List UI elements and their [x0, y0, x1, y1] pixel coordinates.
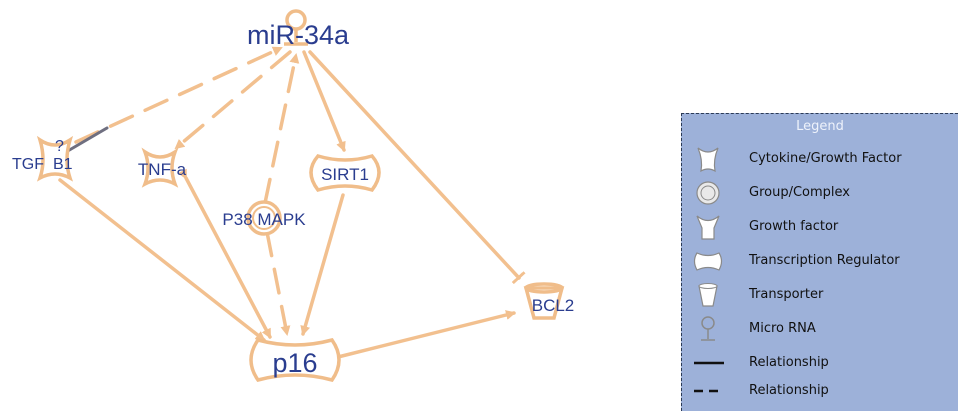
legend-item-group-complex: Group/Complex — [682, 178, 958, 208]
edge-mir34a-to-sirt1[interactable] — [302, 50, 346, 152]
legend-label: Growth factor — [749, 219, 839, 234]
edge-tgfb1-to-p16[interactable] — [58, 178, 266, 342]
group-complex-icon — [696, 181, 720, 205]
legend-label: Micro RNA — [749, 321, 816, 336]
micro-rna-icon — [284, 9, 308, 46]
micro-rna-icon — [701, 316, 715, 341]
node-p38mapk[interactable]: P38 MAPK — [222, 200, 306, 236]
legend-label: Transcription Regulator — [749, 253, 900, 268]
transporter-icon — [698, 283, 718, 307]
edge-mir34a-inhibits-bcl2[interactable] — [308, 50, 526, 285]
node-bcl2[interactable]: BCL2 — [523, 282, 575, 320]
legend-item-relationship-solid: Relationship — [682, 348, 958, 378]
node-label-tgfb1-part1: TGF — [12, 156, 44, 173]
growth-factor-icon — [696, 215, 720, 240]
edge-p16-to-bcl2[interactable] — [336, 310, 516, 359]
node-p16[interactable]: p16 — [249, 337, 341, 383]
transcription-regulator-icon — [309, 154, 381, 193]
solid-line-icon — [694, 361, 724, 365]
legend-label: Relationship — [749, 383, 829, 398]
edge-sirt1-to-p16[interactable] — [300, 193, 345, 336]
edge-tgfb1-grey-link[interactable] — [64, 126, 109, 154]
transporter-icon — [523, 286, 565, 320]
cytokine-icon — [697, 147, 719, 173]
legend-item-transporter: Transporter — [682, 280, 958, 310]
cytokine-icon — [141, 147, 179, 188]
edge-tnfa-p16-bidirectional[interactable] — [177, 168, 272, 339]
node-label-sirt1: SIRT1 — [321, 165, 369, 184]
unknown-relationship-marker: ? — [55, 138, 64, 155]
edge-tgfb1-to-mir34a[interactable] — [74, 46, 283, 144]
cytokine-icon — [36, 135, 74, 182]
legend-panel: Legend Cytokine/Growth Factor Group/Comp… — [681, 113, 958, 411]
legend-item-relationship-dashed: Relationship — [682, 376, 958, 406]
node-label-tgfb1-part2: B1 — [53, 156, 73, 173]
node-tnfa[interactable]: TNF-a — [138, 147, 187, 188]
legend-title: Legend — [796, 119, 844, 134]
node-label-mir34a: miR-34a — [247, 20, 350, 50]
node-label-bcl2: BCL2 — [532, 296, 575, 315]
transcription-regulator-icon — [249, 337, 341, 383]
legend-label: Relationship — [749, 355, 829, 370]
edge-p38mapk-to-mir34a[interactable] — [263, 53, 300, 205]
node-label-p16: p16 — [272, 348, 317, 378]
legend-label: Group/Complex — [749, 185, 850, 200]
legend-item-cytokine: Cytokine/Growth Factor — [682, 144, 958, 174]
edge-mir34a-to-tnfa[interactable] — [174, 50, 292, 150]
legend-item-micro-rna: Micro RNA — [682, 314, 958, 344]
node-label-p38mapk: P38 MAPK — [222, 210, 306, 229]
legend-label: Cytokine/Growth Factor — [749, 151, 902, 166]
legend-label: Transporter — [749, 287, 824, 302]
node-mir34a[interactable]: miR-34a — [247, 9, 350, 50]
transcription-regulator-icon — [693, 252, 723, 271]
legend-item-transcription-regulator: Transcription Regulator — [682, 246, 958, 276]
edge-p38mapk-to-p16[interactable] — [265, 230, 291, 336]
node-sirt1[interactable]: SIRT1 — [309, 154, 381, 193]
node-tgfb1[interactable]: TGF B1 ? — [12, 135, 74, 182]
dashed-line-icon — [694, 389, 724, 393]
legend-item-growth-factor: Growth factor — [682, 212, 958, 242]
node-label-tnfa: TNF-a — [138, 160, 187, 179]
